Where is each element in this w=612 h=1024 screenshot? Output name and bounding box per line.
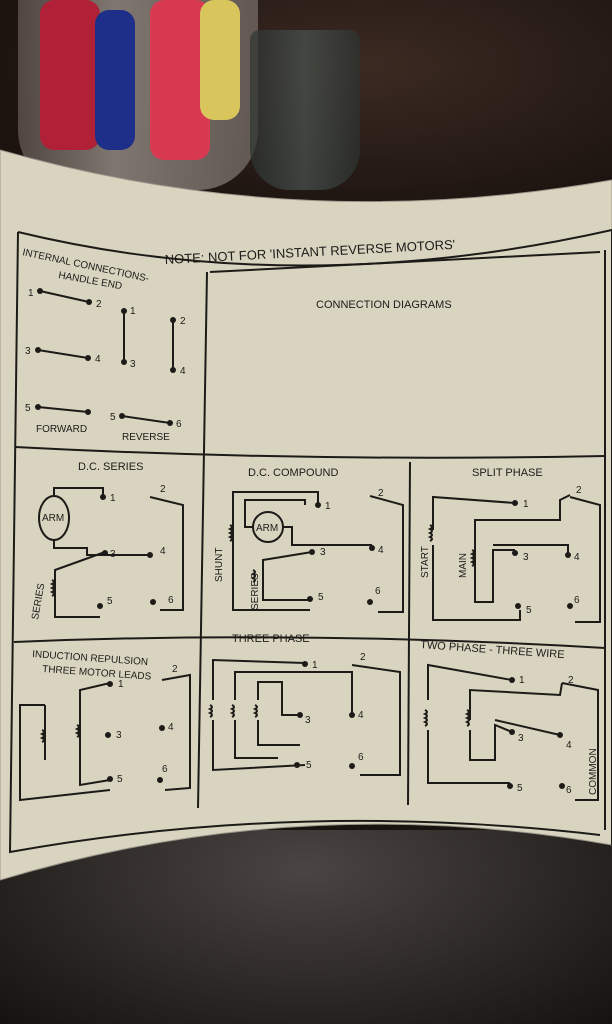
svg-text:1: 1	[28, 288, 34, 299]
svg-text:3: 3	[523, 552, 529, 563]
svg-text:4: 4	[358, 710, 364, 721]
svg-text:3: 3	[130, 359, 136, 370]
svg-text:1: 1	[312, 660, 318, 671]
connection-diagrams-title: CONNECTION DIAGRAMS	[316, 299, 452, 311]
svg-text:6: 6	[168, 595, 174, 606]
row-divider-1	[14, 446, 606, 459]
svg-text:4: 4	[95, 354, 101, 365]
header-divider	[209, 251, 601, 273]
svg-text:3: 3	[25, 346, 31, 357]
yellow-marker	[200, 0, 240, 120]
three-phase-diagram: 1 5 3 4 2 6	[212, 652, 401, 776]
svg-text:4: 4	[378, 545, 384, 556]
svg-text:5: 5	[306, 760, 312, 771]
svg-text:2: 2	[378, 488, 384, 499]
svg-text:6: 6	[176, 419, 182, 430]
svg-text:2: 2	[160, 484, 166, 495]
svg-text:1: 1	[519, 675, 525, 686]
svg-text:5: 5	[107, 596, 113, 607]
induction-diagram: 1 5 3 2 4 6	[19, 664, 191, 802]
svg-text:1: 1	[325, 501, 331, 512]
arm-label: ARM	[42, 513, 64, 524]
svg-text:4: 4	[160, 546, 166, 557]
svg-text:3: 3	[110, 549, 116, 560]
row-divider-2	[13, 636, 606, 649]
dc-compound-diagram: 1 ARM 4 SHUNT 3 5 SERIES 2 6	[214, 488, 404, 613]
svg-text:4: 4	[566, 740, 572, 751]
svg-text:5: 5	[517, 783, 523, 794]
reverse-label: REVERSE	[122, 432, 170, 443]
svg-text:1: 1	[118, 679, 124, 690]
svg-text:6: 6	[358, 752, 364, 763]
svg-text:6: 6	[375, 586, 381, 597]
svg-text:3: 3	[305, 715, 311, 726]
col-divider-1	[197, 271, 208, 809]
svg-text:1: 1	[130, 306, 136, 317]
svg-text:SHUNT: SHUNT	[214, 548, 225, 582]
forward-label: FORWARD	[36, 424, 87, 435]
glass	[250, 30, 360, 190]
col-divider-2	[407, 461, 411, 806]
two-phase-diagram: 1 5 3 4 2 6 COMMON	[427, 663, 599, 801]
svg-text:6: 6	[162, 764, 168, 775]
svg-text:4: 4	[180, 366, 186, 377]
svg-text:5: 5	[25, 403, 31, 414]
split-phase-title: SPLIT PHASE	[472, 467, 543, 479]
svg-text:3: 3	[518, 733, 524, 744]
svg-text:2: 2	[576, 485, 582, 496]
svg-text:1: 1	[110, 493, 116, 504]
common-label: COMMON	[588, 748, 599, 795]
motor-housing	[0, 830, 612, 1024]
svg-text:ARM: ARM	[256, 523, 278, 534]
svg-text:4: 4	[574, 552, 580, 563]
svg-text:3: 3	[116, 730, 122, 741]
dc-series-title: D.C. SERIES	[78, 461, 143, 473]
split-phase-diagram: 1 START 3 5 MAIN 4 2 6	[420, 485, 601, 623]
three-phase-title: THREE PHASE	[232, 633, 310, 645]
svg-text:6: 6	[566, 785, 572, 796]
dc-series-diagram: ARM 1 4 2 3 5 6 SERIES	[30, 484, 184, 621]
svg-text:4: 4	[168, 722, 174, 733]
svg-text:2: 2	[568, 675, 574, 686]
svg-text:5: 5	[318, 592, 324, 603]
svg-text:5: 5	[526, 605, 532, 616]
svg-text:SERIES: SERIES	[250, 573, 261, 610]
svg-text:1: 1	[523, 499, 529, 510]
svg-text:MAIN: MAIN	[458, 553, 469, 578]
svg-text:6: 6	[574, 595, 580, 606]
svg-text:2: 2	[96, 299, 102, 310]
svg-text:2: 2	[172, 664, 178, 675]
paper-label	[0, 149, 612, 881]
svg-text:3: 3	[320, 547, 326, 558]
red-marker	[40, 0, 100, 150]
blue-marker	[95, 10, 135, 150]
coil-marks	[39, 524, 475, 743]
svg-text:2: 2	[360, 652, 366, 663]
internal-connections-diagram: 1 2 1 3 2 4 3 4 5 5 6	[25, 288, 186, 430]
svg-text:START: START	[420, 546, 431, 578]
svg-text:2: 2	[180, 316, 186, 327]
svg-text:5: 5	[117, 774, 123, 785]
dc-compound-title: D.C. COMPOUND	[248, 467, 339, 479]
svg-text:5: 5	[110, 412, 116, 423]
